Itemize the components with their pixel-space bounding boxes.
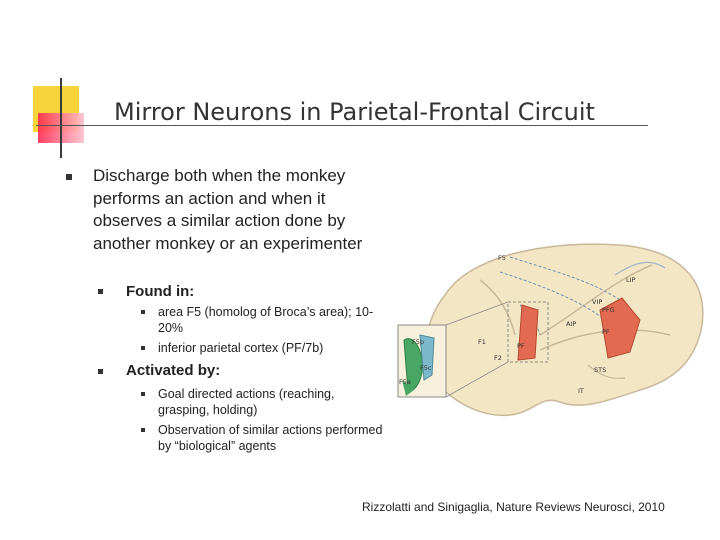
intraparietal-sulcus <box>539 264 653 336</box>
bullet-discharge: Discharge both when the monkey performs … <box>93 166 363 253</box>
bullet-marker <box>98 289 103 294</box>
bullet-marker <box>66 174 72 180</box>
inset-connector <box>445 361 509 398</box>
bullet-marker <box>141 392 145 396</box>
bullet-marker <box>141 346 145 350</box>
sts-sulcus <box>587 364 626 380</box>
bullet-marker <box>141 310 145 314</box>
area-pf-red <box>599 297 641 359</box>
brain-outline <box>425 243 704 417</box>
activated-by-item: Observation of similar actions performed… <box>158 423 383 453</box>
bullet-marker <box>98 369 103 374</box>
activated-by-heading: Activated by: <box>126 362 221 379</box>
central-sulcus <box>479 279 516 336</box>
label-vip: VIP <box>592 298 602 306</box>
label-f5a: F5a <box>399 378 411 386</box>
f5-highlight-box <box>507 301 549 363</box>
found-in-heading: Found in: <box>126 283 195 300</box>
label-sts: STS <box>594 366 606 374</box>
label-pf-right: PF <box>602 328 610 336</box>
monkey-brain-diagram: F5p F5c F5a F5 F1 F2 PF AIP VIP LIP PFG … <box>397 243 704 417</box>
area-f5p <box>419 334 435 381</box>
slide-title: Mirror Neurons in Parietal-Frontal Circu… <box>114 98 595 126</box>
title-underline <box>36 125 648 126</box>
label-f5: F5 <box>498 254 506 262</box>
label-f2: F2 <box>494 354 502 362</box>
found-in-item: inferior parietal cortex (PF/7b) <box>158 341 324 355</box>
activated-by-item: Goal directed actions (reaching, graspin… <box>158 387 335 417</box>
lip-sulcus <box>614 261 666 276</box>
inset-connector <box>445 301 509 326</box>
label-pf: PF <box>517 342 525 350</box>
found-in-item: area F5 (homolog of Broca’s area); 10-20… <box>158 305 374 335</box>
connection-line <box>499 271 606 321</box>
area-f5-red <box>517 304 539 361</box>
connection-line <box>509 256 621 301</box>
label-aip: AIP <box>566 320 576 328</box>
label-f5c: F5c <box>420 364 432 372</box>
bullet-marker <box>141 428 145 432</box>
label-it: IT <box>578 387 584 395</box>
area-f5a-green <box>402 380 414 396</box>
label-pfg: PFG <box>602 306 615 314</box>
label-f5p: F5p <box>412 338 424 346</box>
label-f1: F1 <box>478 338 486 346</box>
label-lip: LIP <box>626 276 636 284</box>
citation: Rizzolatti and Sinigaglia, Nature Review… <box>362 500 665 514</box>
ornament-vertical-line <box>60 78 62 158</box>
